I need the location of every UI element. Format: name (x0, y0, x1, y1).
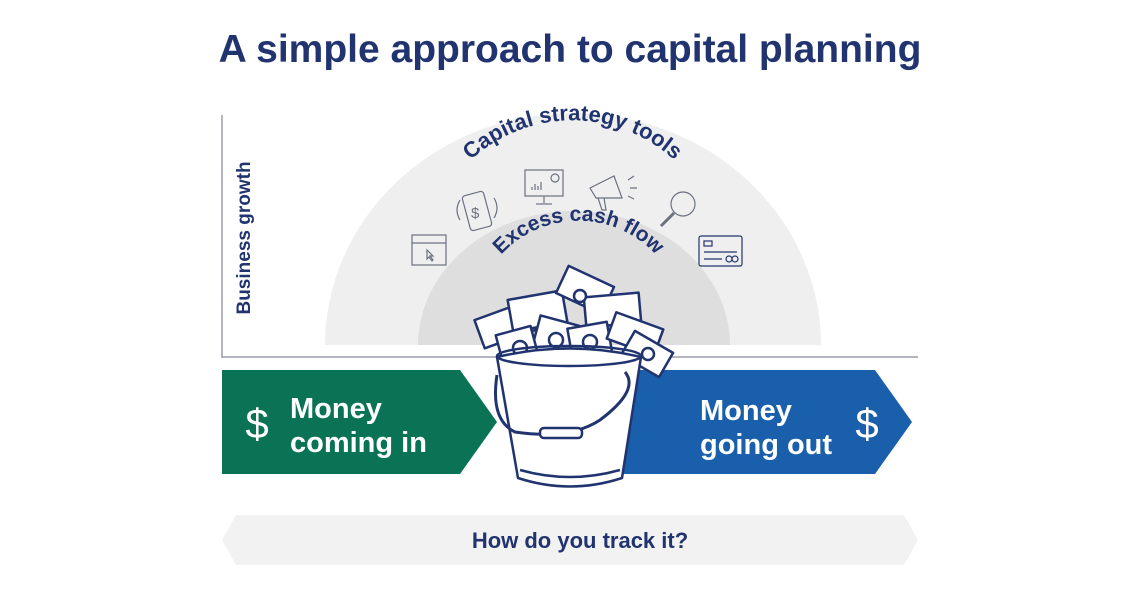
mobile-payment-icon: $ (456, 190, 498, 232)
money-in-line2: coming in (290, 427, 427, 459)
track-banner (222, 515, 918, 565)
credit-card-icon (698, 235, 743, 267)
money-in-arrow (222, 370, 497, 474)
dashboard-monitor-icon (524, 169, 564, 205)
browser-window-icon (411, 234, 447, 266)
track-label: How do you track it? (472, 528, 688, 553)
magnifier-icon (659, 191, 696, 228)
money-out-symbol: $ (855, 400, 878, 447)
bucket-icon (495, 347, 643, 488)
y-axis-label: Business growth (234, 161, 255, 314)
page-title: A simple approach to capital planning (218, 28, 922, 71)
svg-text:$: $ (471, 205, 480, 222)
money-out-line1: Money (700, 395, 792, 427)
megaphone-icon (589, 175, 637, 211)
money-out-arrow (600, 370, 912, 474)
money-out-line2: going out (700, 429, 832, 461)
cash-bucket-illustration (473, 264, 675, 488)
money-in-line1: Money (290, 393, 382, 425)
money-in-symbol: $ (245, 400, 268, 447)
